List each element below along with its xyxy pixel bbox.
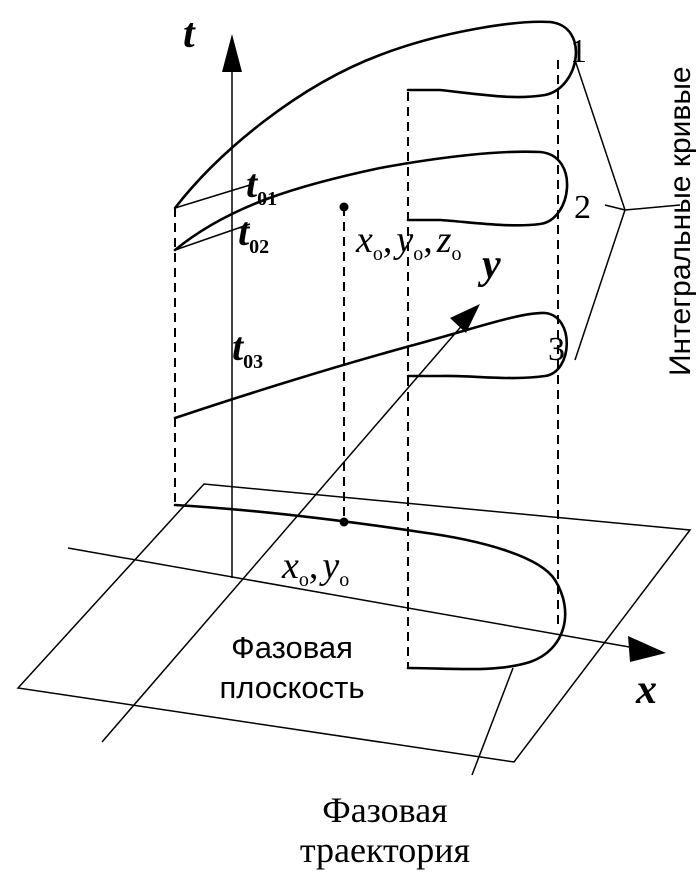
curve-number-3: 3 [548,331,565,368]
phase-plane-label-line1: Фазовая [231,630,353,665]
phase-trajectory-label-line1: Фазовая [322,790,448,830]
phase-trajectory-label-line2: траектория [300,830,470,870]
y-axis-line [101,321,466,743]
integral-curve-1 [173,20,578,210]
phase-plane-label-line2: плоскость [220,670,365,705]
t-axis-label: t [183,11,196,57]
t03-label: t03 [232,324,263,373]
point-xyz-label: xo,yo,zo [355,219,462,265]
t02-label: t02 [238,209,269,258]
curve-number-1: 1 [570,33,587,70]
x-axis-line [67,547,636,649]
point-xy-label: xo,yo [281,545,349,591]
t01-leader [174,184,251,209]
phase-plane [16,483,692,763]
t02-leader [174,223,251,251]
integral-curve-3 [173,311,568,420]
curve1-leader [574,59,626,211]
y-axis-arrow [450,304,480,333]
x-axis-label: x [635,667,657,713]
integral-curves-label: Интегральные кривые [664,66,697,376]
t01-label: t01 [246,161,277,210]
phase-trajectory [173,503,567,671]
curve3-leader [574,209,626,361]
trajectory-leader [471,667,514,776]
label-leader [624,204,681,211]
integral-curve-2 [173,150,569,252]
point-xy [339,517,349,527]
y-axis-label: y [477,242,501,288]
x-axis-arrow [628,636,666,662]
point-xyz [339,202,349,212]
curve-number-2: 2 [574,189,591,226]
t-axis-arrow [222,34,242,72]
curve2-leader [604,204,626,211]
